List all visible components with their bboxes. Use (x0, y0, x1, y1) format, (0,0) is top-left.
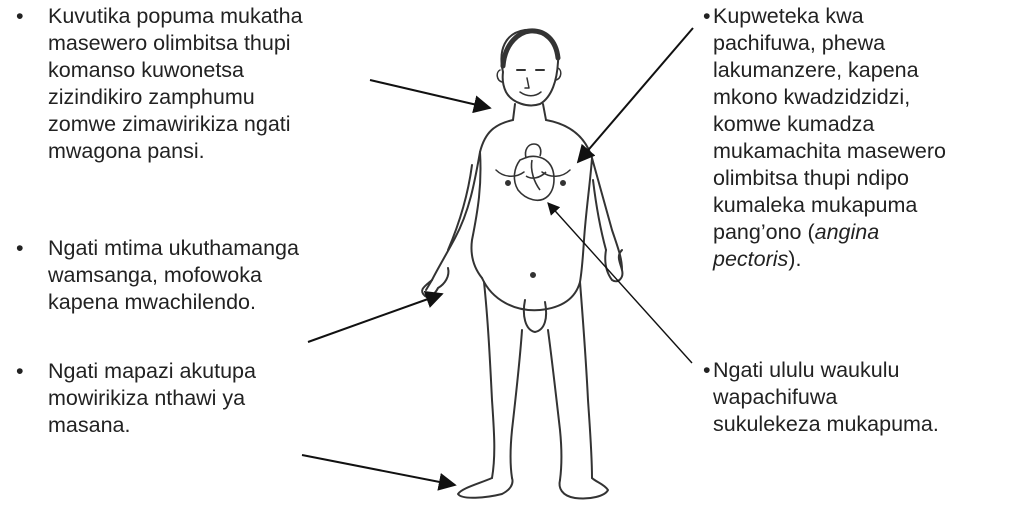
note-term-italic: pectoris (713, 247, 788, 271)
note-line: komwe kumadza (713, 111, 946, 138)
note-line: mwagona pansi. (48, 138, 303, 165)
note-line: pectoris). (713, 246, 946, 273)
note-chest-pain: • Kupweteka kwa pachifuwa, phewa lakuman… (703, 3, 946, 273)
note-swollen-feet: • Ngati mapazi akutupa mowirikiza nthawi… (8, 358, 256, 439)
note-line: pachifuwa, phewa (713, 30, 946, 57)
note-line: zizindikiro zamphumu (48, 84, 303, 111)
note-breathing: • Kuvutika popuma mukatha masewero olimb… (8, 3, 303, 165)
note-line: Ngati mapazi akutupa (48, 358, 256, 385)
note-line: kumaleka mukapuma (713, 192, 946, 219)
arrow-to-chest (578, 28, 693, 162)
right-foot (560, 478, 608, 499)
note-line: masana. (48, 412, 256, 439)
bullet: • (16, 358, 24, 385)
right-leg (548, 330, 562, 480)
bullet: • (16, 3, 24, 30)
note-line: Ngati ululu waukulu (713, 357, 939, 384)
note-line: lakumanzere, kapena (713, 57, 946, 84)
note-line: olimbitsa thupi ndipo (713, 165, 946, 192)
note-line: mukamachita masewero (713, 138, 946, 165)
arrow-to-feet (302, 455, 455, 485)
note-line: Ngati mtima ukuthamanga (48, 235, 299, 262)
left-leg (484, 282, 494, 478)
arrow-to-heart (548, 203, 692, 363)
arrow-to-left-hand (308, 294, 442, 342)
note-line: pang’ono (angina (713, 219, 946, 246)
note-text: ). (788, 247, 801, 271)
bullet: • (703, 357, 711, 384)
heart-drawing (514, 144, 554, 200)
bullet: • (16, 235, 24, 262)
right-arm (593, 180, 606, 250)
left-foot (458, 478, 513, 498)
note-line: Kupweteka kwa (713, 3, 946, 30)
bullet: • (703, 3, 711, 30)
note-heartbeat: • Ngati mtima ukuthamanga wamsanga, mofo… (8, 235, 299, 316)
arrow-to-head (370, 80, 490, 108)
note-term-italic: angina (815, 220, 880, 244)
note-line: mkono kwadzidzidzi, (713, 84, 946, 111)
note-line: komanso kuwonetsa (48, 57, 303, 84)
note-line: mowirikiza nthawi ya (48, 385, 256, 412)
note-line: wapachifuwa (713, 384, 939, 411)
note-line: masewero olimbitsa thupi (48, 30, 303, 57)
note-line: zomwe zimawirikiza ngati (48, 111, 303, 138)
note-line: wamsanga, mofowoka (48, 262, 299, 289)
note-line: kapena mwachilendo. (48, 289, 299, 316)
note-text: pang’ono ( (713, 220, 815, 244)
note-line: sukulekeza mukapuma. (713, 411, 939, 438)
note-severe-chest-pain: • Ngati ululu waukulu wapachifuwa sukule… (703, 357, 939, 438)
note-line: Kuvutika popuma mukatha (48, 3, 303, 30)
